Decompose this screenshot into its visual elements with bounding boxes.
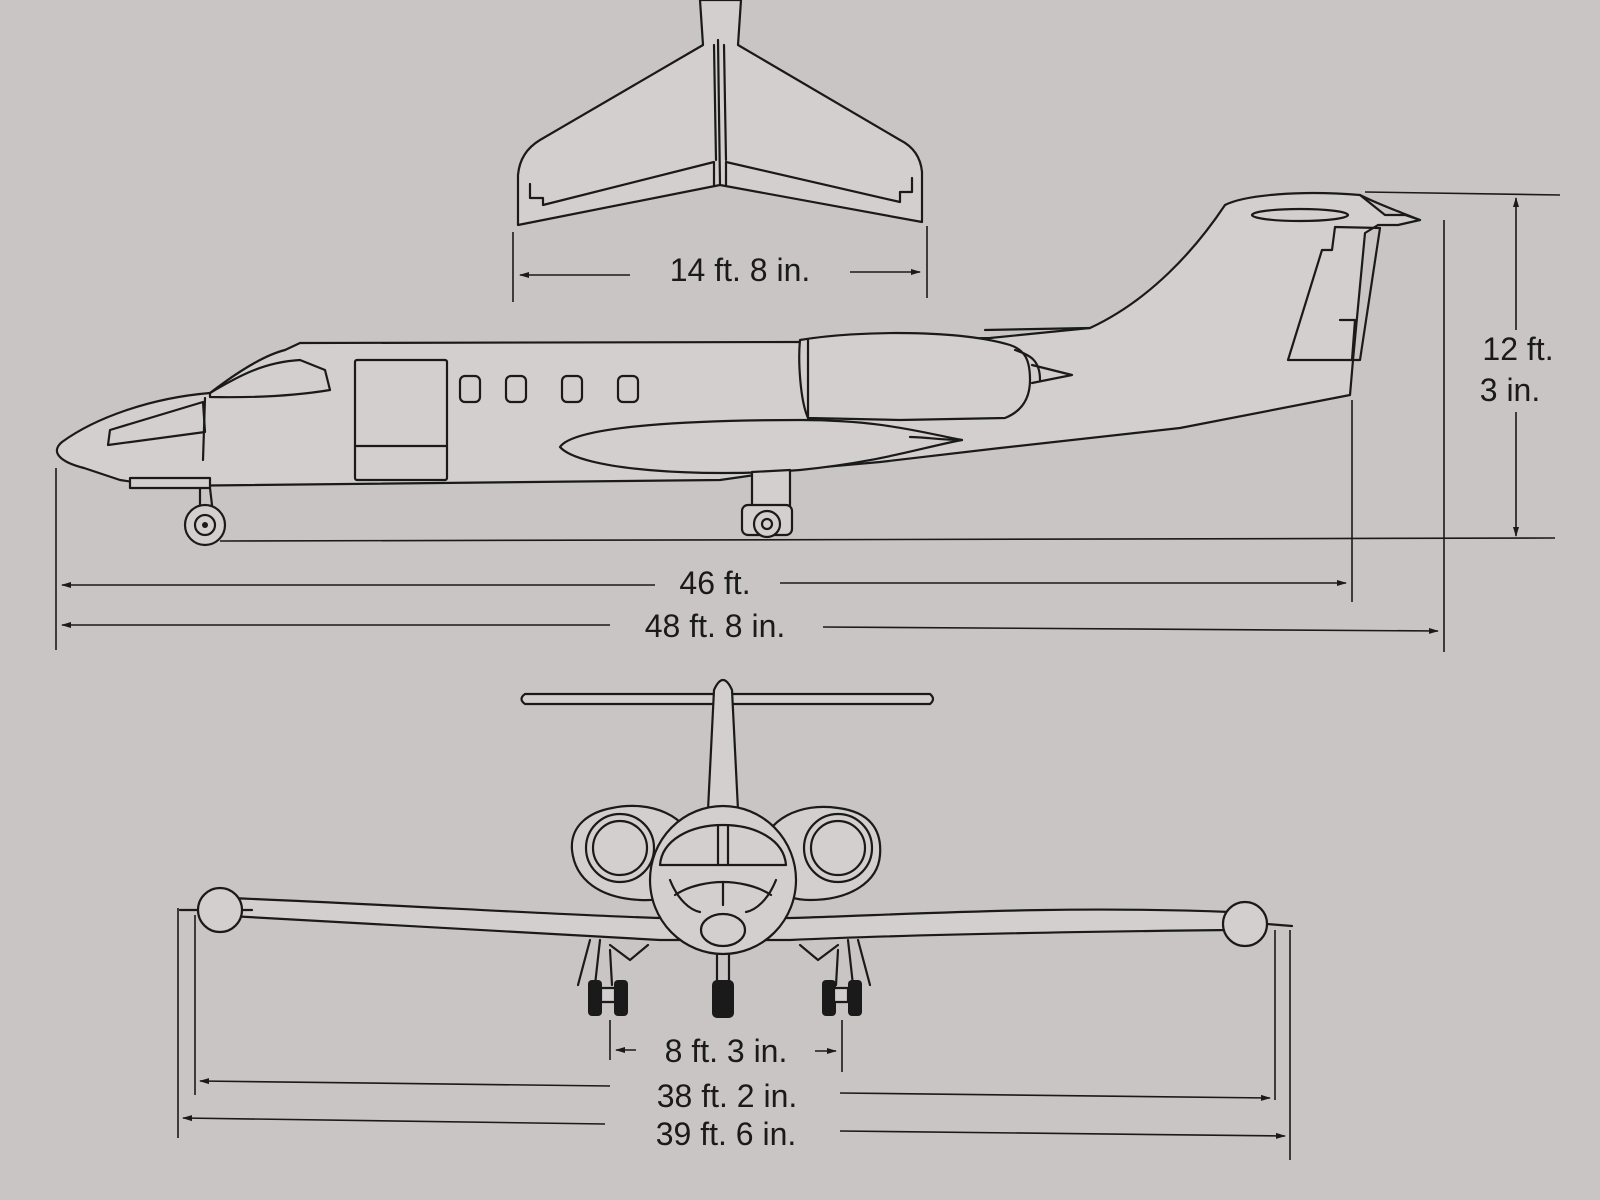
fuselage-side <box>55 191 1422 488</box>
windshield-front <box>658 823 788 867</box>
height-dimension: 12 ft. 3 in. <box>1364 191 1568 537</box>
height-label-in: 3 in. <box>1480 372 1540 408</box>
cabin-window <box>616 374 640 404</box>
cabin-window <box>560 374 584 404</box>
cabin-window <box>504 374 528 404</box>
tail-plan-view <box>516 0 924 227</box>
cockpit-side-window <box>106 400 207 447</box>
wheel-track-dimension: 8 ft. 3 in. <box>609 1020 843 1072</box>
cabin-door <box>353 358 449 482</box>
stabilizer-centerline <box>716 38 722 187</box>
engine-nacelle-side <box>798 331 1032 422</box>
fuselage-length-label: 46 ft. <box>679 565 750 601</box>
vertical-fin-front <box>706 678 740 812</box>
side-view <box>55 191 1556 547</box>
main-landing-gear <box>740 468 794 539</box>
tail-bullet <box>1250 207 1350 223</box>
cockpit-windshield <box>208 358 332 399</box>
front-view <box>178 678 1294 1018</box>
tail-span-label: 14 ft. 8 in. <box>670 252 811 288</box>
rudder <box>1286 225 1382 362</box>
right-elevator <box>724 160 914 204</box>
right-tip-tank-front <box>1221 900 1269 948</box>
height-label-ft: 12 ft. <box>1482 331 1553 367</box>
cabin-window <box>458 374 482 404</box>
ground-line <box>219 537 1556 542</box>
tail-span-dimension: 14 ft. 8 in. <box>512 226 928 302</box>
nose-landing-gear <box>128 476 227 547</box>
tip-tank-side <box>558 418 964 475</box>
wingspan-tip-tanks-label: 39 ft. 6 in. <box>656 1116 797 1152</box>
overall-length-label: 48 ft. 8 in. <box>645 608 786 644</box>
length-dimensions: 46 ft. 48 ft. 8 in. <box>55 220 1445 652</box>
wingspan-dimensions: 38 ft. 2 in. 39 ft. 6 in. <box>177 908 1291 1160</box>
wheel-track-label: 8 ft. 3 in. <box>665 1033 788 1069</box>
front-nose-gear <box>712 953 734 1018</box>
fuselage-front <box>648 804 798 956</box>
left-elevator <box>528 160 716 207</box>
wingspan-label: 38 ft. 2 in. <box>657 1078 798 1114</box>
front-right-main-gear <box>798 938 872 1016</box>
front-left-main-gear <box>576 938 650 1016</box>
left-tip-tank-front <box>196 886 244 934</box>
